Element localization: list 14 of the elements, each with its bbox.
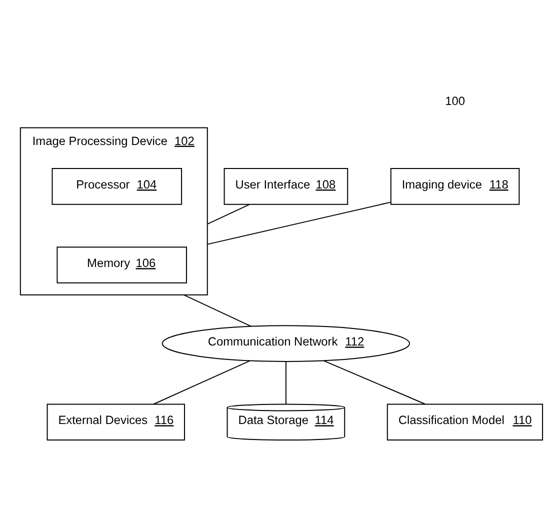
connector	[153, 360, 250, 405]
connector	[206, 202, 392, 245]
connector	[183, 294, 252, 327]
connector	[285, 361, 286, 405]
node-box: Memory 106	[56, 246, 187, 284]
node-box: Imaging device 118	[390, 168, 520, 205]
node-box: Classification Model 110	[386, 404, 544, 441]
node-box: Processor 104	[52, 168, 182, 205]
node-ellipse: Communication Network 112	[162, 325, 410, 362]
label: 100	[445, 94, 465, 108]
node-box: External Devices 116	[46, 404, 185, 441]
connector	[206, 204, 250, 225]
connector	[323, 360, 426, 405]
node-box: User Interface 108	[224, 168, 348, 205]
